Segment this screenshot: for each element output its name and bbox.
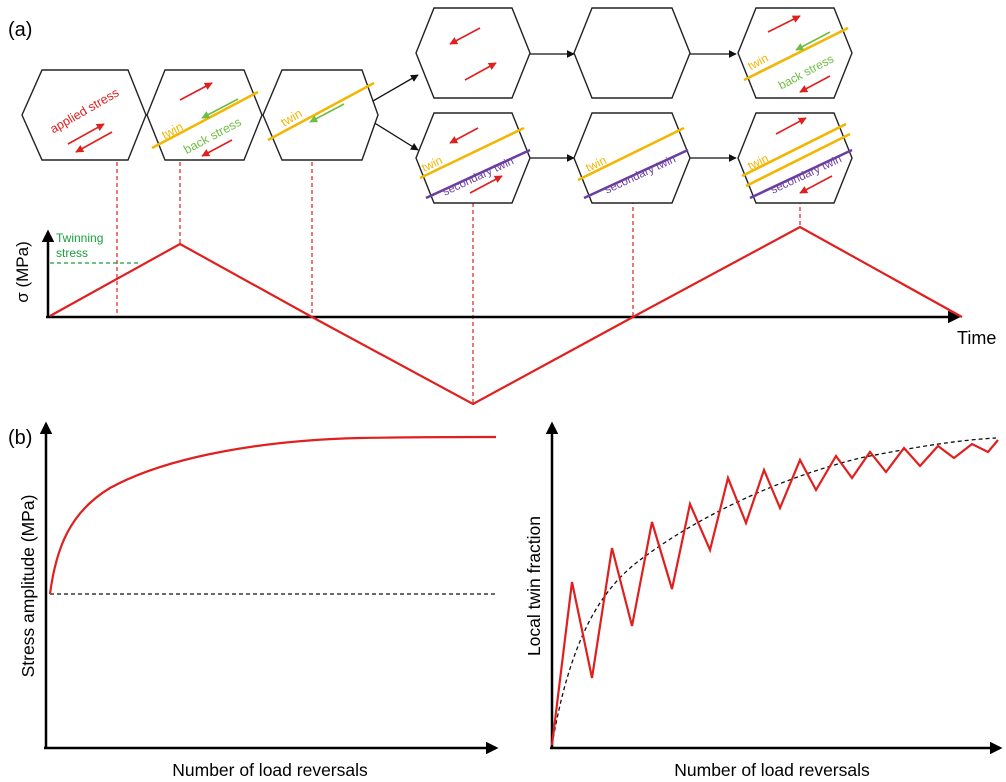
crystal-4-bottom-arrow-down xyxy=(449,127,479,144)
crystal-6-top: twin back stress xyxy=(737,7,853,99)
twinning-stress-annotation: Twinning stress xyxy=(50,231,138,264)
crystal-4-bottom-arrow-up xyxy=(469,175,503,194)
crystal-2-twin-line xyxy=(151,90,259,150)
b-right-x-axis-label: Number of load reversals xyxy=(674,760,870,780)
crystal-2: twin back stress xyxy=(146,69,263,161)
crystal-4-top xyxy=(415,7,531,99)
guide-lines xyxy=(116,162,801,404)
crystal-5-bottom-secondary-twin-line xyxy=(583,148,689,200)
crystal-4-top-arrow-up xyxy=(464,62,497,81)
stress-y-axis-label: σ (MPa) xyxy=(13,241,32,303)
chart-b-left: Stress amplitude (MPa) Number of load re… xyxy=(18,421,499,780)
stress-time-axes: σ (MPa) Time xyxy=(13,229,996,348)
crystal-5-bottom-hexagon xyxy=(573,112,691,204)
crystal-6-top-hexagon xyxy=(737,7,853,99)
crystal-1-arrow-down xyxy=(75,131,113,153)
crystal-3-twin-line xyxy=(267,81,375,142)
crystal-5-bottom: twin secondary twin xyxy=(573,112,691,204)
crystal-6-top-red-arrow-down xyxy=(799,75,831,93)
crystal-6-top-twin-line xyxy=(743,26,849,82)
crystal-1-hexagon xyxy=(21,69,147,161)
crystal-2-red-arrow-down xyxy=(201,139,233,157)
b-left-stress-amplitude-curve xyxy=(48,435,497,595)
crystal-6-top-green-arrow xyxy=(795,31,831,51)
twinning-stress-label-line2: stress xyxy=(56,246,88,260)
connector-arrow-up xyxy=(372,74,419,102)
crystal-5-top xyxy=(573,7,691,99)
crystal-connectors xyxy=(372,50,737,162)
b-right-mean-trend-dashed xyxy=(551,437,997,746)
crystal-3-green-arrow xyxy=(309,103,345,123)
crystal-6-top-red-arrow-up xyxy=(767,15,801,33)
connector-arrow-down xyxy=(372,121,419,151)
crystal-6-bottom-secondary-twin-line xyxy=(749,148,853,200)
crystal-3: twin xyxy=(262,69,379,161)
crystal-6-bottom-twin-line-1 xyxy=(741,122,847,178)
b-right-twin-fraction-zigzag xyxy=(550,439,999,746)
b-left-x-axis-label: Number of load reversals xyxy=(172,760,368,780)
b-right-y-axis-label: Local twin fraction xyxy=(524,516,544,656)
crystal-6-bottom: twin secondary twin xyxy=(737,112,853,204)
crystal-6-bottom-arrow-up xyxy=(775,117,807,135)
crystal-4-top-arrow-down xyxy=(449,27,481,45)
crystal-4-bottom-secondary-twin-line xyxy=(425,148,531,200)
crystal-1: applied stress xyxy=(21,69,147,161)
crystal-4-bottom: twin secondary twin xyxy=(415,112,531,204)
b-left-y-axis-label: Stress amplitude (MPa) xyxy=(18,495,38,678)
panel-b-label: (b) xyxy=(8,427,32,449)
crystal-2-red-arrow-up xyxy=(179,82,213,101)
panel-a-label: (a) xyxy=(8,19,32,41)
crystal-6-bottom-arrow-down xyxy=(799,175,833,194)
twinning-stress-label-line1: Twinning xyxy=(56,231,103,245)
crystal-2-green-arrow xyxy=(201,98,239,119)
crystal-5-top-hexagon xyxy=(573,7,691,99)
stress-time-curve xyxy=(49,225,963,406)
crystal-1-arrow-up xyxy=(67,123,105,145)
crystal-4-top-hexagon xyxy=(415,7,531,99)
crystal-5-bottom-twin-line xyxy=(577,126,685,182)
time-x-axis-label: Time xyxy=(957,328,996,348)
crystal-3-hexagon xyxy=(262,69,379,161)
crystal-6-bottom-twin-line-2 xyxy=(745,132,851,188)
crystal-4-bottom-twin-line xyxy=(419,126,525,180)
chart-b-right: Local twin fraction Number of load rever… xyxy=(524,421,1003,780)
